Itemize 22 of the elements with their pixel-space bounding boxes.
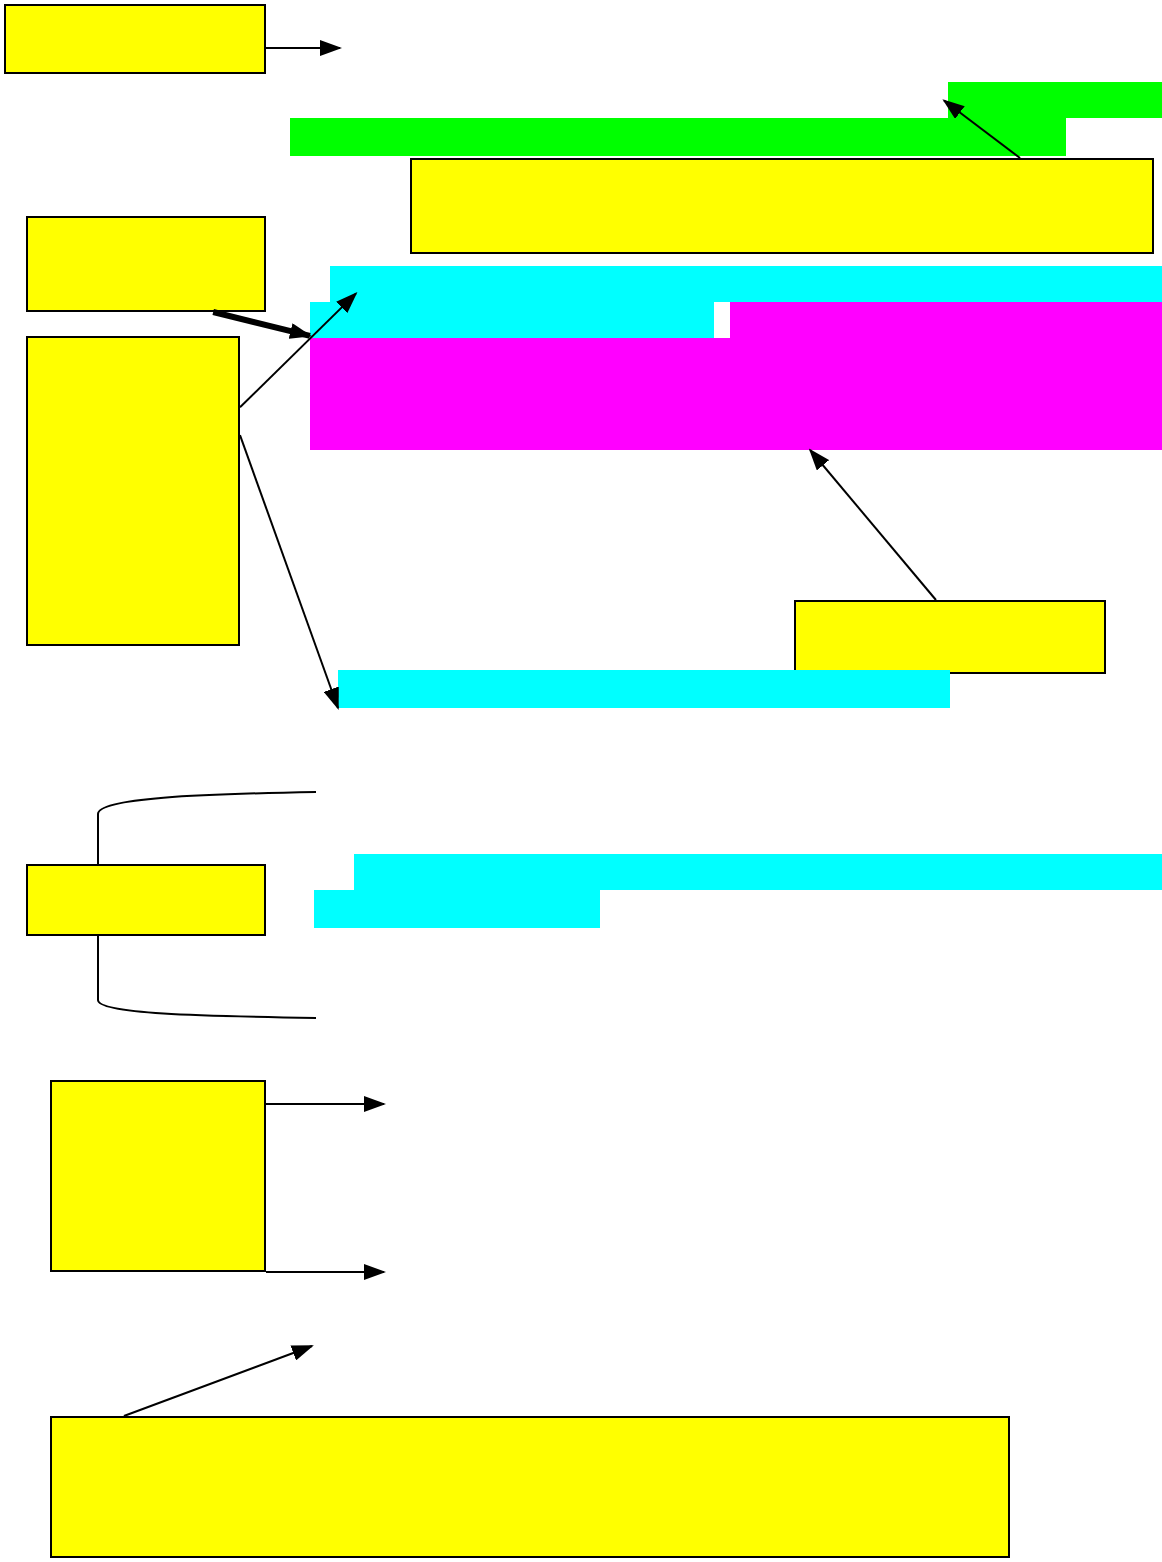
highlight-bar: [290, 82, 1162, 156]
arrow: [122, 1345, 314, 1417]
callout-box: [4, 4, 266, 74]
highlight-bar: [314, 854, 1162, 928]
callout-box: [26, 336, 240, 646]
callout-box: [26, 216, 266, 312]
arrow: [265, 1264, 386, 1280]
arrow: [942, 99, 1022, 159]
callout-box: [50, 1080, 266, 1272]
callout-box: [794, 600, 1106, 674]
highlight-bar: [310, 302, 1162, 450]
arrow: [808, 448, 937, 601]
arrow: [265, 40, 342, 57]
callout-box: [50, 1416, 1010, 1558]
arrow: [212, 309, 312, 339]
callout-box: [26, 864, 266, 936]
highlight-bar: [310, 266, 1162, 338]
arrow: [265, 1096, 386, 1112]
arrow: [239, 434, 339, 710]
callout-box: [410, 158, 1154, 254]
highlight-bar: [338, 670, 950, 708]
arrow: [239, 291, 358, 409]
